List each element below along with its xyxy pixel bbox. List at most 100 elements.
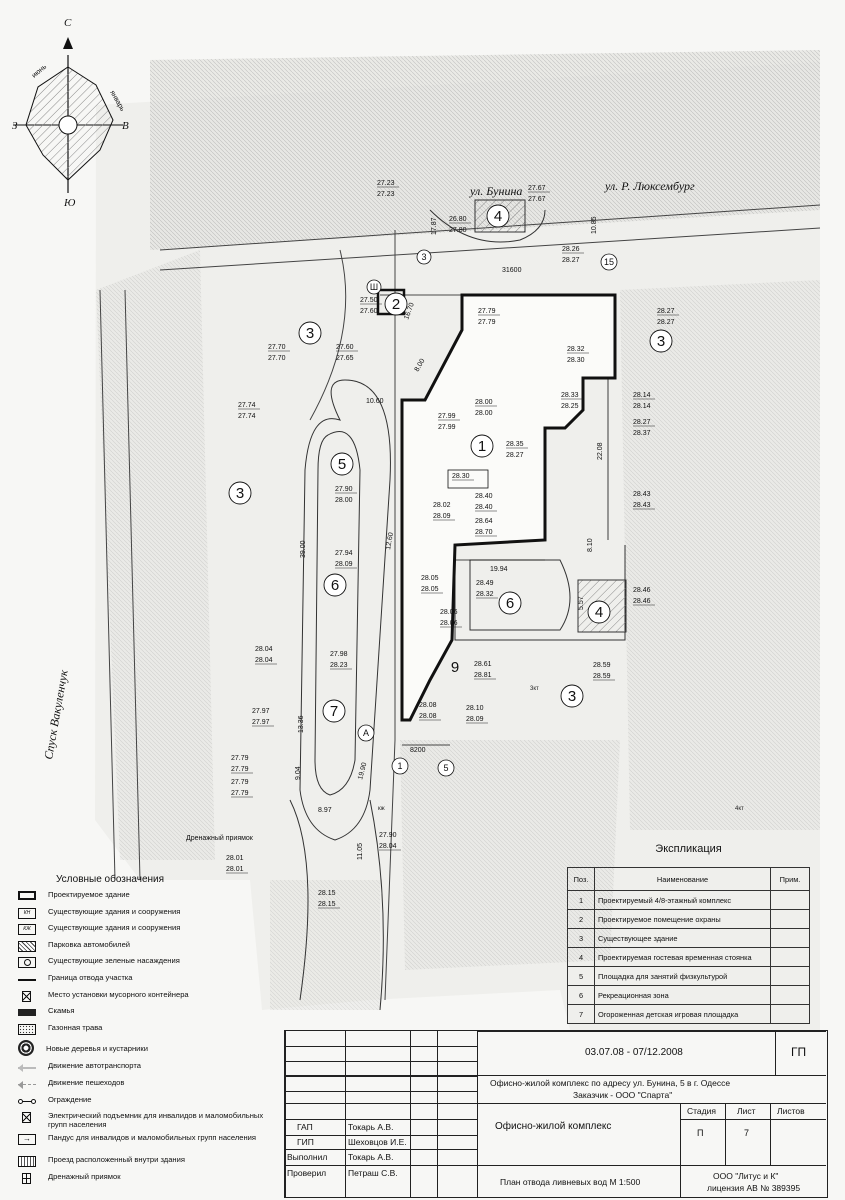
- existing-building-kzh-symbol: КЖ: [18, 924, 36, 936]
- elevation-label: 28.61: [474, 661, 492, 668]
- legend-item: Скамья: [18, 1007, 268, 1024]
- stage-value: П: [697, 1128, 704, 1138]
- elevation-label: 28.46: [633, 598, 651, 605]
- legend-item: Существующие зеленые насаждения: [18, 957, 268, 974]
- zone-4b-label: 4: [595, 604, 603, 621]
- zone-3a-label: 3: [306, 325, 314, 342]
- elevation-label: 28.08: [419, 713, 437, 720]
- small-markers: [357, 249, 618, 777]
- title-sheet-name: План отвода ливневых вод М 1:500: [500, 1177, 641, 1187]
- level-marker-box: [447, 469, 489, 489]
- boundary-symbol: [18, 974, 36, 985]
- elevation-label: 28.43: [633, 491, 651, 498]
- elevation-label: 28.04: [255, 657, 273, 664]
- inner-passage-symbol: [18, 1156, 36, 1168]
- dim-walk-f: 11.05: [357, 843, 364, 860]
- elevation-label: 27.74: [238, 413, 256, 420]
- elevation-label: 27.98: [330, 651, 348, 658]
- parking-symbol: [18, 940, 36, 952]
- elevation-label: 27.99: [438, 413, 456, 420]
- elevation-label: 28.25: [561, 403, 579, 410]
- elevation-label: 27.97: [252, 708, 270, 715]
- lift-icon: [22, 1112, 31, 1124]
- stage-header: Стадия: [687, 1106, 716, 1116]
- dim-walk-i: 10.85: [591, 216, 598, 234]
- marker-1: 1: [397, 761, 402, 771]
- dim-walk-c: 13.36: [298, 715, 305, 733]
- new-trees-icon: [18, 1040, 34, 1057]
- elevation-label: 27.90: [335, 486, 353, 493]
- elevation-label: 28.15: [318, 901, 336, 908]
- zone-3b-label: 3: [236, 485, 244, 502]
- signer-role: Выполнил: [287, 1152, 328, 1162]
- dim-right: 22.08: [597, 442, 604, 460]
- elevation-label: 28.08: [419, 702, 437, 709]
- legend-title: Условные обозначения: [56, 874, 165, 885]
- vehicle-traffic-arrow-icon: [18, 1062, 36, 1073]
- compass-west: З: [12, 120, 18, 132]
- legend-item: Электрический подъемник для инвалидов и …: [18, 1111, 268, 1134]
- marker-sh: Ш: [370, 282, 378, 292]
- elevation-label: 27.79: [231, 755, 249, 762]
- title-dates: 03.07.08 - 07/12.2008: [585, 1047, 683, 1058]
- elevation-label: 28.37: [633, 430, 651, 437]
- zone-markers: [228, 204, 673, 723]
- zone-6a-label: 6: [331, 577, 339, 594]
- elevation-label: 28.00: [335, 497, 353, 504]
- elevation-label: 28.06: [440, 620, 458, 627]
- legend-item: Газонная трава: [18, 1023, 268, 1041]
- elevation-label: 28.59: [593, 662, 611, 669]
- elevation-label: 27.79: [478, 308, 496, 315]
- zone-3d-label: 3: [568, 688, 576, 705]
- pedestrian-arrow-icon: [18, 1079, 36, 1090]
- dim-walk-a: 10.60: [366, 398, 384, 405]
- elevation-label: 28.46: [633, 587, 651, 594]
- elevation-label: 28.64: [475, 518, 493, 525]
- elevation-label: 28.32: [567, 346, 585, 353]
- elevation-label: 28.05: [421, 586, 439, 593]
- elevation-label: 28.49: [476, 580, 494, 587]
- sheet-header: Лист: [737, 1106, 756, 1116]
- drain-pit-icon: [22, 1172, 31, 1184]
- legend-item: Место установки мусорного контейнера: [18, 990, 268, 1008]
- elevation-label: 28.23: [330, 662, 348, 669]
- lawn-symbol: [18, 1023, 36, 1035]
- elevation-label: 28.02: [433, 502, 451, 509]
- signer-role: ГИП: [297, 1137, 314, 1147]
- elevation-label: 28.33: [561, 392, 579, 399]
- header-note: Прим.: [770, 867, 810, 891]
- sheets-header: Листов: [777, 1106, 805, 1116]
- existing-greenery-symbol: [18, 957, 36, 969]
- elevation-label: 27.79: [231, 779, 249, 786]
- street-label-vakulenchuk: Спуск Вакуленчук: [41, 668, 71, 760]
- elevation-label: 28.09: [466, 716, 484, 723]
- signer-name: Токарь А.В.: [348, 1152, 394, 1162]
- compass-east: В: [122, 120, 129, 132]
- signer-name: Петраш С.В.: [348, 1168, 398, 1178]
- title-project: Офисно-жилой комплекс по адресу ул. Буни…: [490, 1078, 731, 1088]
- zone-5-label: 5: [338, 456, 346, 473]
- signer-name: Токарь А.В.: [348, 1122, 394, 1132]
- elevation-label: 27.60: [360, 308, 378, 315]
- elevation-label: 27.99: [438, 424, 456, 431]
- elevation-label: 28.40: [475, 493, 493, 500]
- legend-item: Парковка автомобилей: [18, 940, 268, 958]
- elevation-label: 27.67: [528, 196, 546, 203]
- elevation-label: 28.04: [379, 843, 397, 850]
- title-object: Офисно-жилой комплекс: [495, 1121, 612, 1132]
- compass-june: июнь: [31, 63, 49, 79]
- elevation-label: 27.79: [231, 790, 249, 797]
- elevation-label: 28.27: [633, 419, 651, 426]
- existing-building-kn-symbol: КН: [18, 907, 36, 919]
- header-name: Наименование: [594, 867, 771, 891]
- elevation-label: 28.59: [593, 673, 611, 680]
- marker-5: 5: [443, 763, 448, 773]
- compass-north: С: [64, 17, 72, 29]
